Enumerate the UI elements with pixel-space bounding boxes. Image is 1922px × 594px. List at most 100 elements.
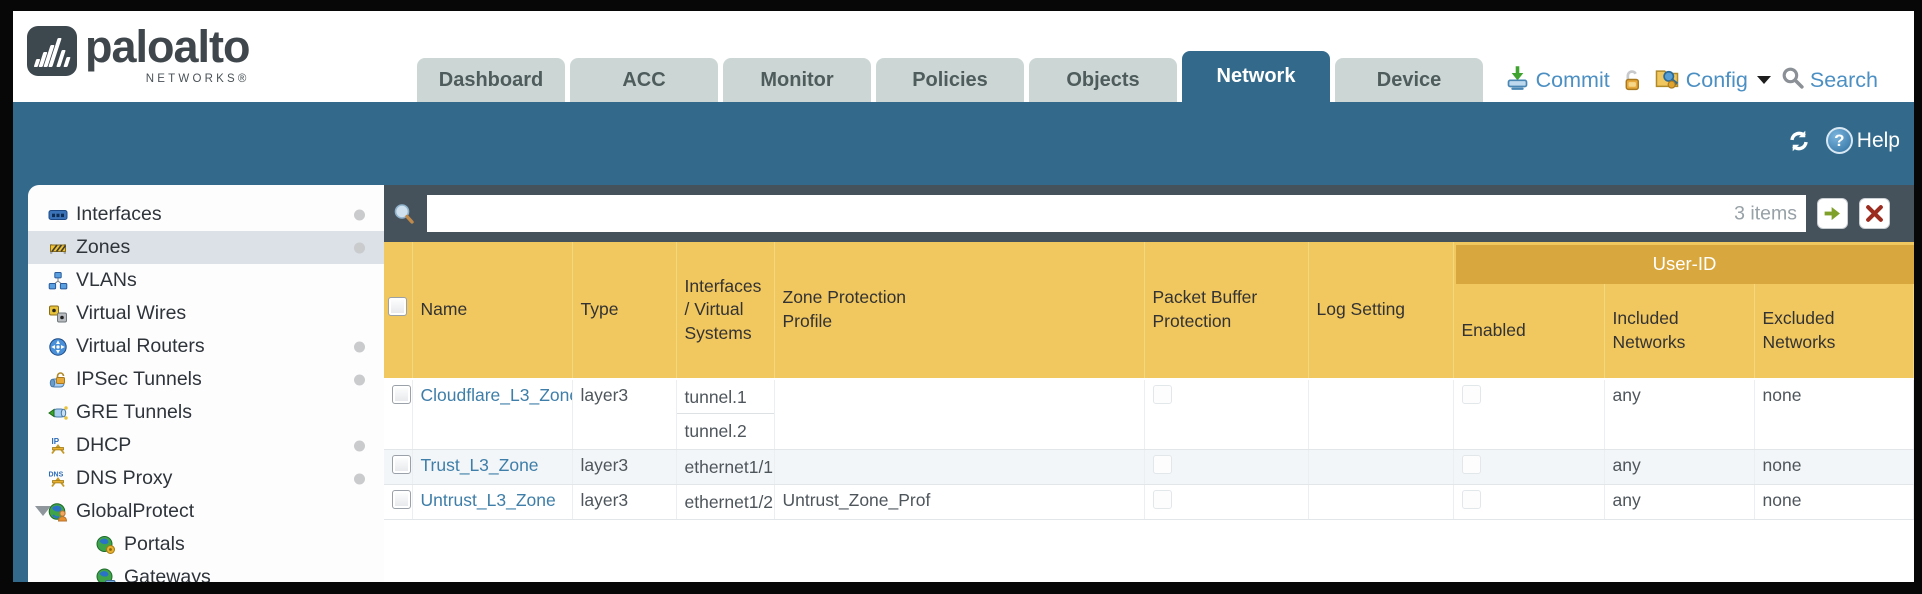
sidebar-item-label: VLANs	[76, 269, 137, 291]
cell-select	[384, 379, 413, 450]
sidebar-item-dhcp[interactable]: IP DHCP	[28, 429, 384, 462]
filter-bar: 3 items	[384, 185, 1914, 242]
user-id-enabled-checkbox[interactable]	[1461, 489, 1481, 509]
search-icon	[1780, 65, 1805, 96]
row-select-checkbox[interactable]	[392, 489, 411, 509]
cell-zone-protection-profile: Untrust_Zone_Prof	[774, 484, 1145, 520]
cell-included-networks: any	[1604, 379, 1755, 450]
vlans-icon	[48, 271, 68, 291]
zone-name-link[interactable]: Trust_L3_Zone	[420, 454, 539, 475]
col-header-excluded-networks[interactable]: Excluded Networks	[1754, 284, 1914, 380]
sidebar-item-label: Portals	[124, 533, 185, 555]
cell-packet-buffer-protection	[1144, 379, 1309, 450]
tab-network[interactable]: Network	[1182, 51, 1330, 102]
user-id-enabled-checkbox[interactable]	[1461, 385, 1481, 404]
tab-monitor[interactable]: Monitor	[723, 58, 871, 102]
interface-entry: tunnel.2	[684, 421, 747, 441]
filter-input[interactable]	[427, 195, 1806, 232]
status-dot-icon	[354, 473, 365, 484]
tab-objects[interactable]: Objects	[1029, 58, 1177, 102]
sidebar-item-zones[interactable]: Zones	[28, 231, 384, 264]
tab-acc[interactable]: ACC	[570, 58, 718, 102]
expander-down-icon[interactable]	[35, 506, 51, 516]
help-label: Help	[1856, 128, 1900, 152]
cell-select	[384, 484, 413, 520]
sidebar-item-portals[interactable]: Portals	[28, 528, 384, 561]
paloalto-logo-icon	[27, 26, 77, 76]
help-icon: ?	[1825, 127, 1853, 154]
cell-type: layer3	[572, 379, 677, 450]
sidebar-item-gateways[interactable]: Gateways	[28, 561, 384, 582]
brand-subtitle: NETWORKS®	[145, 72, 250, 85]
col-header-interfaces[interactable]: Interfaces / Virtual Systems	[676, 242, 775, 380]
cell-user-id-enabled	[1453, 379, 1605, 450]
status-dot-icon	[354, 374, 365, 385]
refresh-icon[interactable]	[1786, 128, 1812, 154]
apply-filter-button[interactable]	[1817, 198, 1848, 229]
col-header-enabled[interactable]: Enabled	[1453, 284, 1605, 380]
row-select-checkbox[interactable]	[392, 385, 411, 404]
sidebar-item-ipsec-tunnels[interactable]: IPSec Tunnels	[28, 363, 384, 396]
zone-name-link[interactable]: Cloudflare_L3_Zone	[420, 385, 572, 405]
search-label: Search	[1809, 67, 1878, 92]
virtual-wires-icon	[48, 304, 68, 324]
sidebar-item-interfaces[interactable]: Interfaces	[28, 198, 384, 231]
sidebar-item-label: Virtual Routers	[76, 335, 205, 357]
cell-excluded-networks: none	[1754, 484, 1914, 520]
row-select-checkbox[interactable]	[392, 454, 411, 474]
packet-buffer-protection-checkbox[interactable]	[1152, 489, 1172, 509]
tab-policies[interactable]: Policies	[876, 58, 1024, 102]
cell-log-setting	[1308, 449, 1454, 485]
status-dot-icon	[354, 341, 365, 352]
tab-device[interactable]: Device	[1335, 58, 1483, 102]
sidebar-item-label: DHCP	[76, 434, 132, 456]
sidebar-item-virtual-wires[interactable]: Virtual Wires	[28, 297, 384, 330]
user-id-enabled-checkbox[interactable]	[1461, 454, 1481, 474]
interface-entry: tunnel.1	[676, 380, 773, 414]
sidebar-item-globalprotect[interactable]: GlobalProtect	[28, 495, 384, 528]
packet-buffer-protection-checkbox[interactable]	[1152, 454, 1172, 474]
col-header-type[interactable]: Type	[572, 242, 677, 380]
col-header-zone-protection-profile[interactable]: Zone Protection Profile	[774, 242, 1145, 380]
clear-filter-button[interactable]	[1859, 198, 1890, 229]
col-header-log-setting[interactable]: Log Setting	[1308, 242, 1454, 380]
cell-select	[384, 449, 413, 485]
cell-excluded-networks: none	[1754, 449, 1914, 485]
cell-name: Untrust_L3_Zone	[412, 484, 573, 520]
packet-buffer-protection-checkbox[interactable]	[1152, 385, 1172, 404]
zone-name-link[interactable]: Untrust_L3_Zone	[420, 489, 556, 510]
svg-text:IP: IP	[52, 437, 60, 446]
select-all-header	[384, 242, 413, 380]
col-header-name[interactable]: Name	[412, 242, 573, 380]
config-label: Config	[1685, 67, 1748, 92]
commit-button[interactable]: Commit	[1504, 64, 1610, 97]
col-header-packet-buffer-protection[interactable]: Packet Buffer Protection	[1144, 242, 1309, 380]
config-icon	[1653, 63, 1681, 97]
cell-included-networks: any	[1604, 484, 1755, 520]
search-button[interactable]: Search	[1780, 65, 1878, 96]
sidebar-item-virtual-routers[interactable]: Virtual Routers	[28, 330, 384, 363]
paloalto-logo: paloalto NETWORKS®	[27, 24, 251, 85]
lock-icon[interactable]	[1619, 68, 1644, 93]
globalprotect-icon	[48, 502, 68, 522]
cell-excluded-networks: none	[1754, 379, 1914, 450]
tab-dashboard[interactable]: Dashboard	[417, 58, 565, 102]
sidebar-item-label: Gateways	[124, 566, 211, 582]
sidebar-item-label: Zones	[76, 236, 131, 258]
portals-icon	[96, 535, 116, 555]
help-button[interactable]: ? Help	[1825, 127, 1900, 154]
sidebar-item-gre-tunnels[interactable]: GRE Tunnels	[28, 396, 384, 429]
col-header-included-networks[interactable]: Included Networks	[1604, 284, 1755, 380]
select-all-checkbox[interactable]	[388, 297, 408, 317]
zones-table: Name Type Interfaces / Virtual Systems Z…	[384, 242, 1914, 582]
config-menu[interactable]: Config	[1653, 63, 1771, 97]
sidebar-item-vlans[interactable]: VLANs	[28, 264, 384, 297]
commit-label: Commit	[1535, 67, 1610, 92]
